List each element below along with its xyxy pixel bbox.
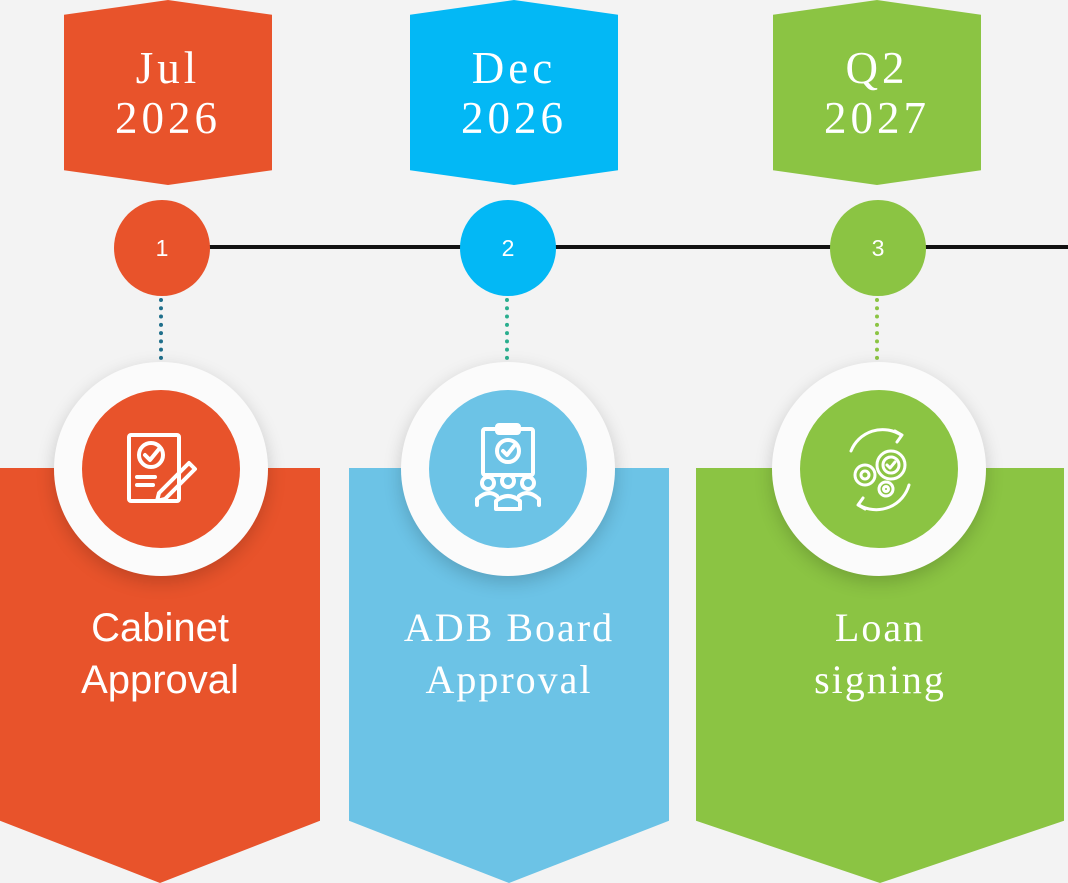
date-month: Dec	[471, 42, 557, 93]
connector-3	[875, 298, 879, 360]
step-label-3: Loan signing	[720, 602, 1040, 706]
date-tag-3: Q2 2027	[773, 0, 981, 185]
icon-ring-2	[401, 362, 615, 576]
step-label-2: ADB Board Approval	[349, 602, 669, 706]
step-label-line1: Cabinet	[91, 606, 229, 650]
date-tag-1: Jul 2026	[64, 0, 272, 185]
step-label-line2: signing	[814, 657, 946, 702]
step-number-text: 3	[871, 234, 885, 261]
date-month: Jul	[135, 42, 201, 93]
step-number-1: 1	[114, 200, 210, 296]
step-label-line1: ADB Board	[403, 605, 615, 650]
step-number-text: 2	[501, 234, 515, 261]
step-number-3: 3	[830, 200, 926, 296]
date-month: Q2	[845, 42, 909, 93]
approval-document-icon	[82, 390, 240, 548]
connector-1	[159, 298, 163, 360]
icon-ring-1	[54, 362, 268, 576]
date-year: 2026	[461, 92, 567, 143]
timeline-line	[162, 245, 1068, 249]
step-label-line2: Approval	[425, 657, 593, 702]
date-year: 2027	[824, 92, 930, 143]
gears-process-icon	[800, 390, 958, 548]
step-label-line1: Loan	[834, 605, 926, 650]
step-label-line2: Approval	[81, 658, 239, 702]
date-year: 2026	[115, 92, 221, 143]
board-approval-icon	[429, 390, 587, 548]
icon-ring-3	[772, 362, 986, 576]
date-tag-2: Dec 2026	[410, 0, 618, 185]
connector-2	[505, 298, 509, 360]
step-number-text: 1	[155, 234, 169, 261]
step-label-1: Cabinet Approval	[0, 602, 320, 706]
step-number-2: 2	[460, 200, 556, 296]
